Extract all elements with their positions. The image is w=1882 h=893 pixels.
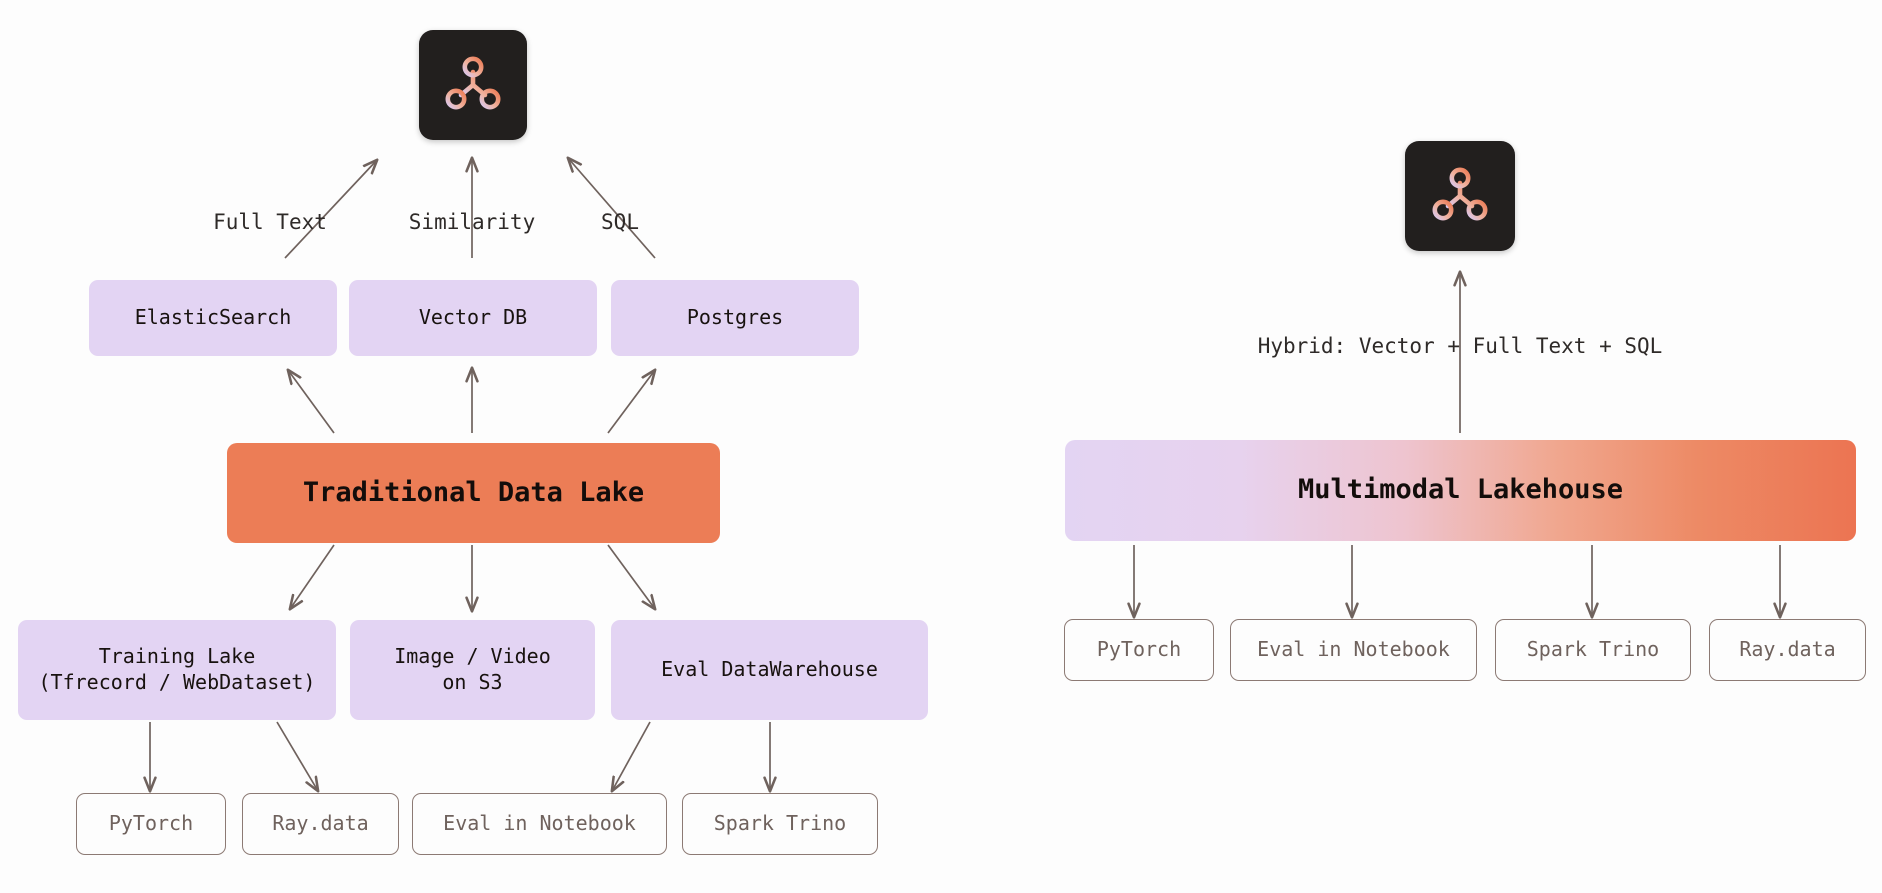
core-label: Traditional Data Lake bbox=[302, 476, 645, 508]
edge-label-full-text: Full Text bbox=[180, 210, 360, 234]
right-consumer-box-eval-in-notebook[interactable]: Eval in Notebook bbox=[1230, 619, 1477, 681]
consumer-label: PyTorch bbox=[1096, 637, 1182, 662]
consumer-label: Spark Trino bbox=[713, 811, 847, 836]
store-label: Eval DataWarehouse bbox=[661, 657, 878, 682]
consumer-label: Eval in Notebook bbox=[1257, 637, 1450, 662]
engine-box-postgres[interactable]: Postgres bbox=[611, 280, 859, 356]
store-label-line2: (Tfrecord / WebDataset) bbox=[38, 670, 316, 694]
edge-label-text: Full Text bbox=[213, 210, 327, 234]
engine-box-vector-db[interactable]: Vector DB bbox=[349, 280, 597, 356]
left-lakehouse-logo bbox=[419, 30, 527, 140]
edge-label-sql: SQL bbox=[530, 210, 710, 234]
arrow-lake-to-training-lake bbox=[290, 544, 335, 609]
store-box-eval-datawarehouse[interactable]: Eval DataWarehouse bbox=[611, 620, 928, 720]
core-box-traditional-data-lake[interactable]: Traditional Data Lake bbox=[227, 443, 720, 543]
consumer-box-raydata[interactable]: Ray.data bbox=[242, 793, 399, 855]
consumer-label: Eval in Notebook bbox=[443, 811, 636, 836]
store-label: Image / Video on S3 bbox=[394, 644, 551, 695]
store-label-line1: Image / Video bbox=[394, 644, 551, 669]
edge-label-similarity: Similarity bbox=[382, 210, 562, 234]
store-label-line2: on S3 bbox=[442, 670, 503, 694]
arrow-postgres-to-logo bbox=[568, 158, 656, 259]
engine-box-elasticsearch[interactable]: ElasticSearch bbox=[89, 280, 337, 356]
engine-label: Postgres bbox=[686, 305, 784, 330]
store-label: Training Lake (Tfrecord / WebDataset) bbox=[39, 644, 316, 695]
arrow-elasticsearch-to-logo bbox=[284, 160, 377, 259]
store-box-image-video-s3[interactable]: Image / Video on S3 bbox=[350, 620, 595, 720]
consumer-label: Ray.data bbox=[1739, 637, 1836, 662]
consumer-box-eval-in-notebook[interactable]: Eval in Notebook bbox=[412, 793, 667, 855]
core-label: Multimodal Lakehouse bbox=[1297, 474, 1624, 506]
edge-label-hybrid-query: Hybrid: Vector + Full Text + SQL bbox=[1160, 334, 1760, 358]
arrow-lake-to-elasticsearch bbox=[288, 370, 335, 434]
consumer-box-pytorch[interactable]: PyTorch bbox=[76, 793, 226, 855]
store-box-training-lake[interactable]: Training Lake (Tfrecord / WebDataset) bbox=[18, 620, 336, 720]
arrow-training-lake-to-raydata bbox=[276, 721, 318, 791]
edge-label-text: Hybrid: Vector + Full Text + SQL bbox=[1257, 334, 1663, 358]
edge-label-text: Similarity bbox=[408, 210, 536, 234]
store-label-line1: Training Lake bbox=[98, 644, 256, 669]
consumer-box-spark-trino[interactable]: Spark Trino bbox=[682, 793, 878, 855]
consumer-label: Ray.data bbox=[272, 811, 369, 836]
graph-nodes-icon bbox=[445, 56, 501, 110]
core-box-multimodal-lakehouse[interactable]: Multimodal Lakehouse bbox=[1065, 440, 1856, 541]
consumer-label: PyTorch bbox=[108, 811, 194, 836]
engine-label: Vector DB bbox=[418, 305, 528, 330]
edge-label-text: SQL bbox=[601, 210, 639, 234]
right-consumer-box-pytorch[interactable]: PyTorch bbox=[1064, 619, 1214, 681]
consumer-label: Spark Trino bbox=[1526, 637, 1660, 662]
arrow-lake-to-eval-dwh bbox=[607, 544, 655, 609]
right-consumer-box-spark-trino[interactable]: Spark Trino bbox=[1495, 619, 1691, 681]
arrow-lake-to-postgres bbox=[607, 370, 655, 434]
arrow-eval-dwh-to-notebook bbox=[612, 721, 651, 791]
graph-nodes-icon bbox=[1432, 167, 1488, 221]
engine-label: ElasticSearch bbox=[134, 305, 292, 330]
right-lakehouse-logo bbox=[1405, 141, 1515, 251]
right-consumer-box-raydata[interactable]: Ray.data bbox=[1709, 619, 1866, 681]
